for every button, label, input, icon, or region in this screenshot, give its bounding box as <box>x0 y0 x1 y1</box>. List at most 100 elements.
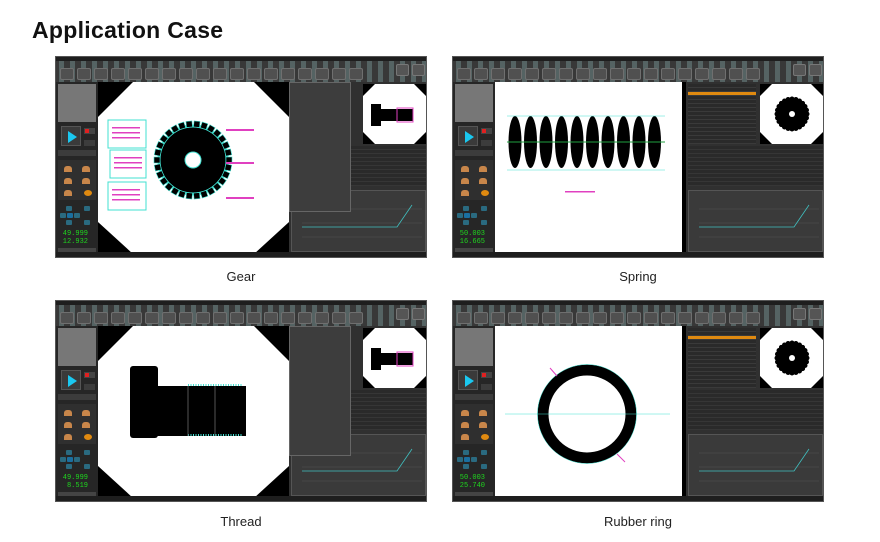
light-icon[interactable] <box>461 422 469 428</box>
tool-button[interactable] <box>481 140 492 146</box>
toolbar-button[interactable] <box>729 312 743 324</box>
toolbar-button[interactable] <box>525 68 539 80</box>
z-up-icon[interactable] <box>481 206 487 211</box>
z-down-icon[interactable] <box>84 220 90 225</box>
autofocus-button[interactable] <box>464 457 470 462</box>
light-icon[interactable] <box>461 166 469 172</box>
toolbar-button[interactable] <box>94 312 108 324</box>
toolbar-button[interactable] <box>332 312 346 324</box>
toolbar-button[interactable] <box>610 312 624 324</box>
toolbar-button[interactable] <box>746 312 760 324</box>
arrow-up-icon[interactable] <box>66 206 72 211</box>
navigation-thumbnail[interactable] <box>760 328 823 388</box>
toolbar-button[interactable] <box>542 312 556 324</box>
toolbar-button[interactable] <box>576 312 590 324</box>
feature-list[interactable] <box>688 84 756 144</box>
tool-button-row[interactable] <box>455 150 493 156</box>
light-icon[interactable] <box>461 434 469 440</box>
toolbar-button[interactable] <box>644 68 658 80</box>
toolbar-button[interactable] <box>196 68 210 80</box>
toolbar-button[interactable] <box>627 68 641 80</box>
settings-dialog[interactable] <box>289 82 351 212</box>
arrow-up-icon[interactable] <box>463 206 469 211</box>
toolbar-button[interactable] <box>213 68 227 80</box>
toolbar-button[interactable] <box>349 68 363 80</box>
toolbar-button[interactable] <box>644 312 658 324</box>
results-table[interactable] <box>688 390 823 430</box>
light-icon[interactable] <box>82 422 90 428</box>
measurement-view[interactable] <box>495 326 686 498</box>
toolbar-button[interactable] <box>264 312 278 324</box>
toolbar-button[interactable] <box>396 308 409 320</box>
arrow-left-icon[interactable] <box>457 213 463 218</box>
settings-dialog[interactable] <box>289 326 351 456</box>
stop-button[interactable] <box>84 372 95 378</box>
toolbar-button[interactable] <box>695 68 709 80</box>
toolbar-button[interactable] <box>610 68 624 80</box>
toolbar-button[interactable] <box>542 68 556 80</box>
selected-feature-row[interactable] <box>688 336 756 339</box>
toolbar-button[interactable] <box>457 68 471 80</box>
toolbar-button[interactable] <box>77 312 91 324</box>
light-icon[interactable] <box>461 178 469 184</box>
z-up-icon[interactable] <box>84 206 90 211</box>
toolbar-button[interactable] <box>559 312 573 324</box>
toolbar-button[interactable] <box>162 68 176 80</box>
arrow-down-icon[interactable] <box>66 464 72 469</box>
toolbar-button[interactable] <box>230 68 244 80</box>
arrow-right-icon[interactable] <box>74 213 80 218</box>
arrow-down-icon[interactable] <box>463 220 469 225</box>
light-icon[interactable] <box>64 410 72 416</box>
play-button[interactable] <box>61 370 81 390</box>
toolbar-button[interactable] <box>661 68 675 80</box>
tool-button[interactable] <box>481 384 492 390</box>
toolbar-button[interactable] <box>491 68 505 80</box>
stop-button[interactable] <box>481 128 492 134</box>
gear-settings-icon[interactable] <box>481 434 489 440</box>
toolbar-button[interactable] <box>695 312 709 324</box>
toolbar-button[interactable] <box>94 68 108 80</box>
toolbar-button[interactable] <box>525 312 539 324</box>
toolbar-button[interactable] <box>793 64 806 76</box>
tool-button[interactable] <box>84 384 95 390</box>
toolbar-button[interactable] <box>809 64 822 76</box>
light-icon[interactable] <box>461 190 469 196</box>
feature-list[interactable] <box>688 328 756 388</box>
light-icon[interactable] <box>479 166 487 172</box>
toolbar-button[interactable] <box>315 312 329 324</box>
light-icon[interactable] <box>479 178 487 184</box>
toolbar-button[interactable] <box>474 312 488 324</box>
gear-settings-icon[interactable] <box>84 190 92 196</box>
bottom-buttons[interactable] <box>58 248 96 253</box>
toolbar-button[interactable] <box>746 68 760 80</box>
toolbar-button[interactable] <box>412 308 425 320</box>
toolbar-button[interactable] <box>712 68 726 80</box>
toolbar-button[interactable] <box>128 312 142 324</box>
play-button[interactable] <box>458 126 478 146</box>
toolbar-button[interactable] <box>712 312 726 324</box>
toolbar-button[interactable] <box>315 68 329 80</box>
toolbar-button[interactable] <box>729 68 743 80</box>
arrow-right-icon[interactable] <box>471 213 477 218</box>
toolbar-button[interactable] <box>128 68 142 80</box>
light-icon[interactable] <box>82 178 90 184</box>
z-up-icon[interactable] <box>481 450 487 455</box>
autofocus-button[interactable] <box>67 213 73 218</box>
light-icon[interactable] <box>82 410 90 416</box>
arrow-down-icon[interactable] <box>66 220 72 225</box>
toolbar-button[interactable] <box>196 312 210 324</box>
light-icon[interactable] <box>479 422 487 428</box>
toolbar-button[interactable] <box>678 312 692 324</box>
play-button[interactable] <box>61 126 81 146</box>
arrow-left-icon[interactable] <box>60 457 66 462</box>
light-icon[interactable] <box>64 422 72 428</box>
toolbar-button[interactable] <box>145 68 159 80</box>
toolbar-button[interactable] <box>111 68 125 80</box>
toolbar-button[interactable] <box>213 312 227 324</box>
toolbar-button[interactable] <box>678 68 692 80</box>
toolbar-button[interactable] <box>179 68 193 80</box>
bottom-buttons[interactable] <box>455 248 493 253</box>
tool-button[interactable] <box>84 140 95 146</box>
toolbar-button[interactable] <box>627 312 641 324</box>
stop-button[interactable] <box>84 128 95 134</box>
